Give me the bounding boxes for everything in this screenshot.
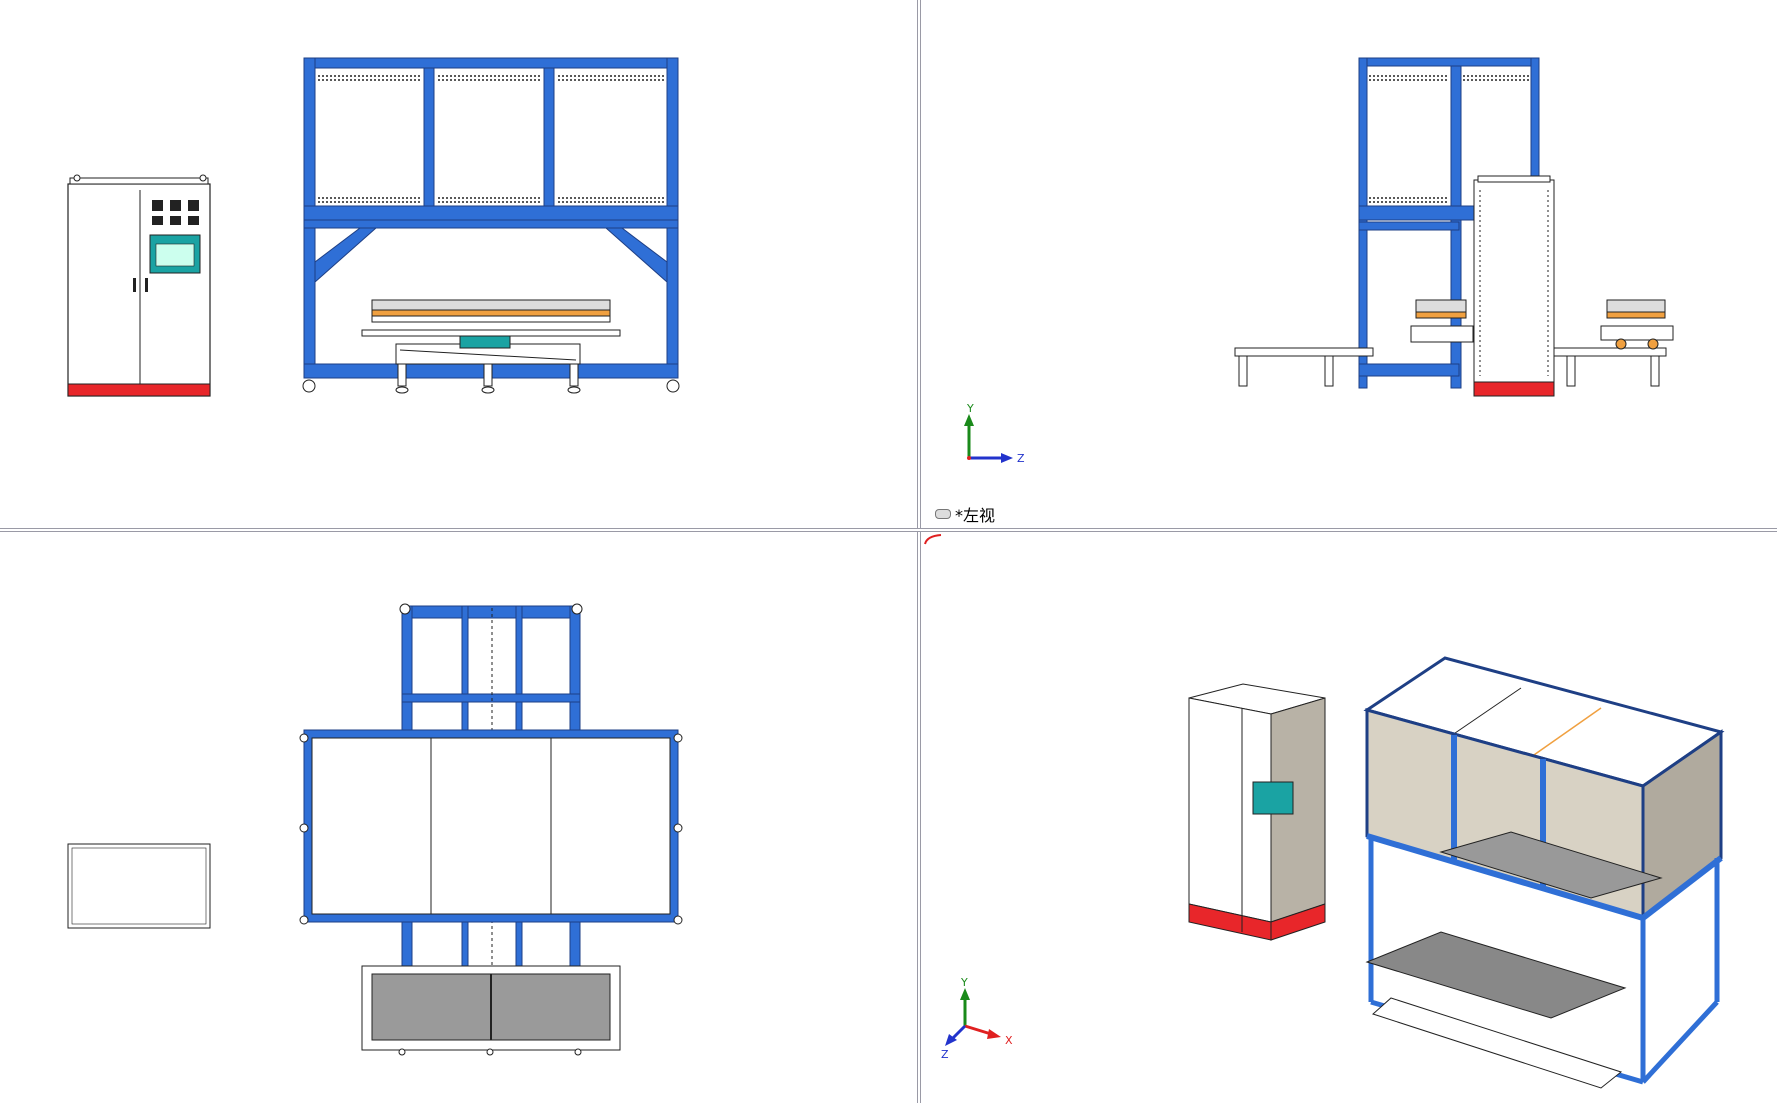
- link-icon: [935, 509, 951, 519]
- isometric-view-drawing: Y X Z: [941, 656, 1725, 1089]
- control-cabinet-iso: [1188, 683, 1326, 941]
- left-viewport[interactable]: Y Z *左视: [921, 0, 1777, 528]
- left-view-drawing: Y Z: [964, 57, 1674, 465]
- axis-triad-left: [964, 414, 1013, 463]
- viewport-divider-vertical[interactable]: [917, 0, 921, 1103]
- viewport-divider-horizontal[interactable]: [0, 528, 1777, 532]
- furnace-frame-front: [302, 57, 680, 394]
- view-name-label[interactable]: *左视: [935, 502, 995, 526]
- triad-y-label: Y: [960, 976, 968, 989]
- control-cabinet-top: [67, 843, 211, 929]
- control-cabinet-front: [67, 174, 211, 397]
- top-viewport[interactable]: [0, 532, 917, 1103]
- furnace-body-top: [299, 729, 683, 925]
- trolley-rails-side: [1234, 299, 1674, 387]
- furnace-iso: [1363, 656, 1725, 1089]
- rotate-indicator-icon[interactable]: [921, 532, 943, 546]
- top-view-drawing: [67, 603, 683, 1056]
- front-view-drawing: [67, 57, 680, 397]
- view-name-text: *左视: [955, 506, 996, 525]
- tray-top: [361, 965, 621, 1056]
- triad-x-label: X: [1005, 1034, 1013, 1047]
- axis-triad-iso: [945, 988, 1001, 1046]
- isometric-viewport[interactable]: Y X Z: [921, 532, 1777, 1103]
- triad-y-label: Y: [966, 402, 974, 415]
- triad-z-label: Z: [1017, 452, 1025, 465]
- control-cabinet-side: [1473, 175, 1555, 397]
- triad-z-label: Z: [941, 1048, 949, 1061]
- front-viewport[interactable]: [0, 0, 917, 528]
